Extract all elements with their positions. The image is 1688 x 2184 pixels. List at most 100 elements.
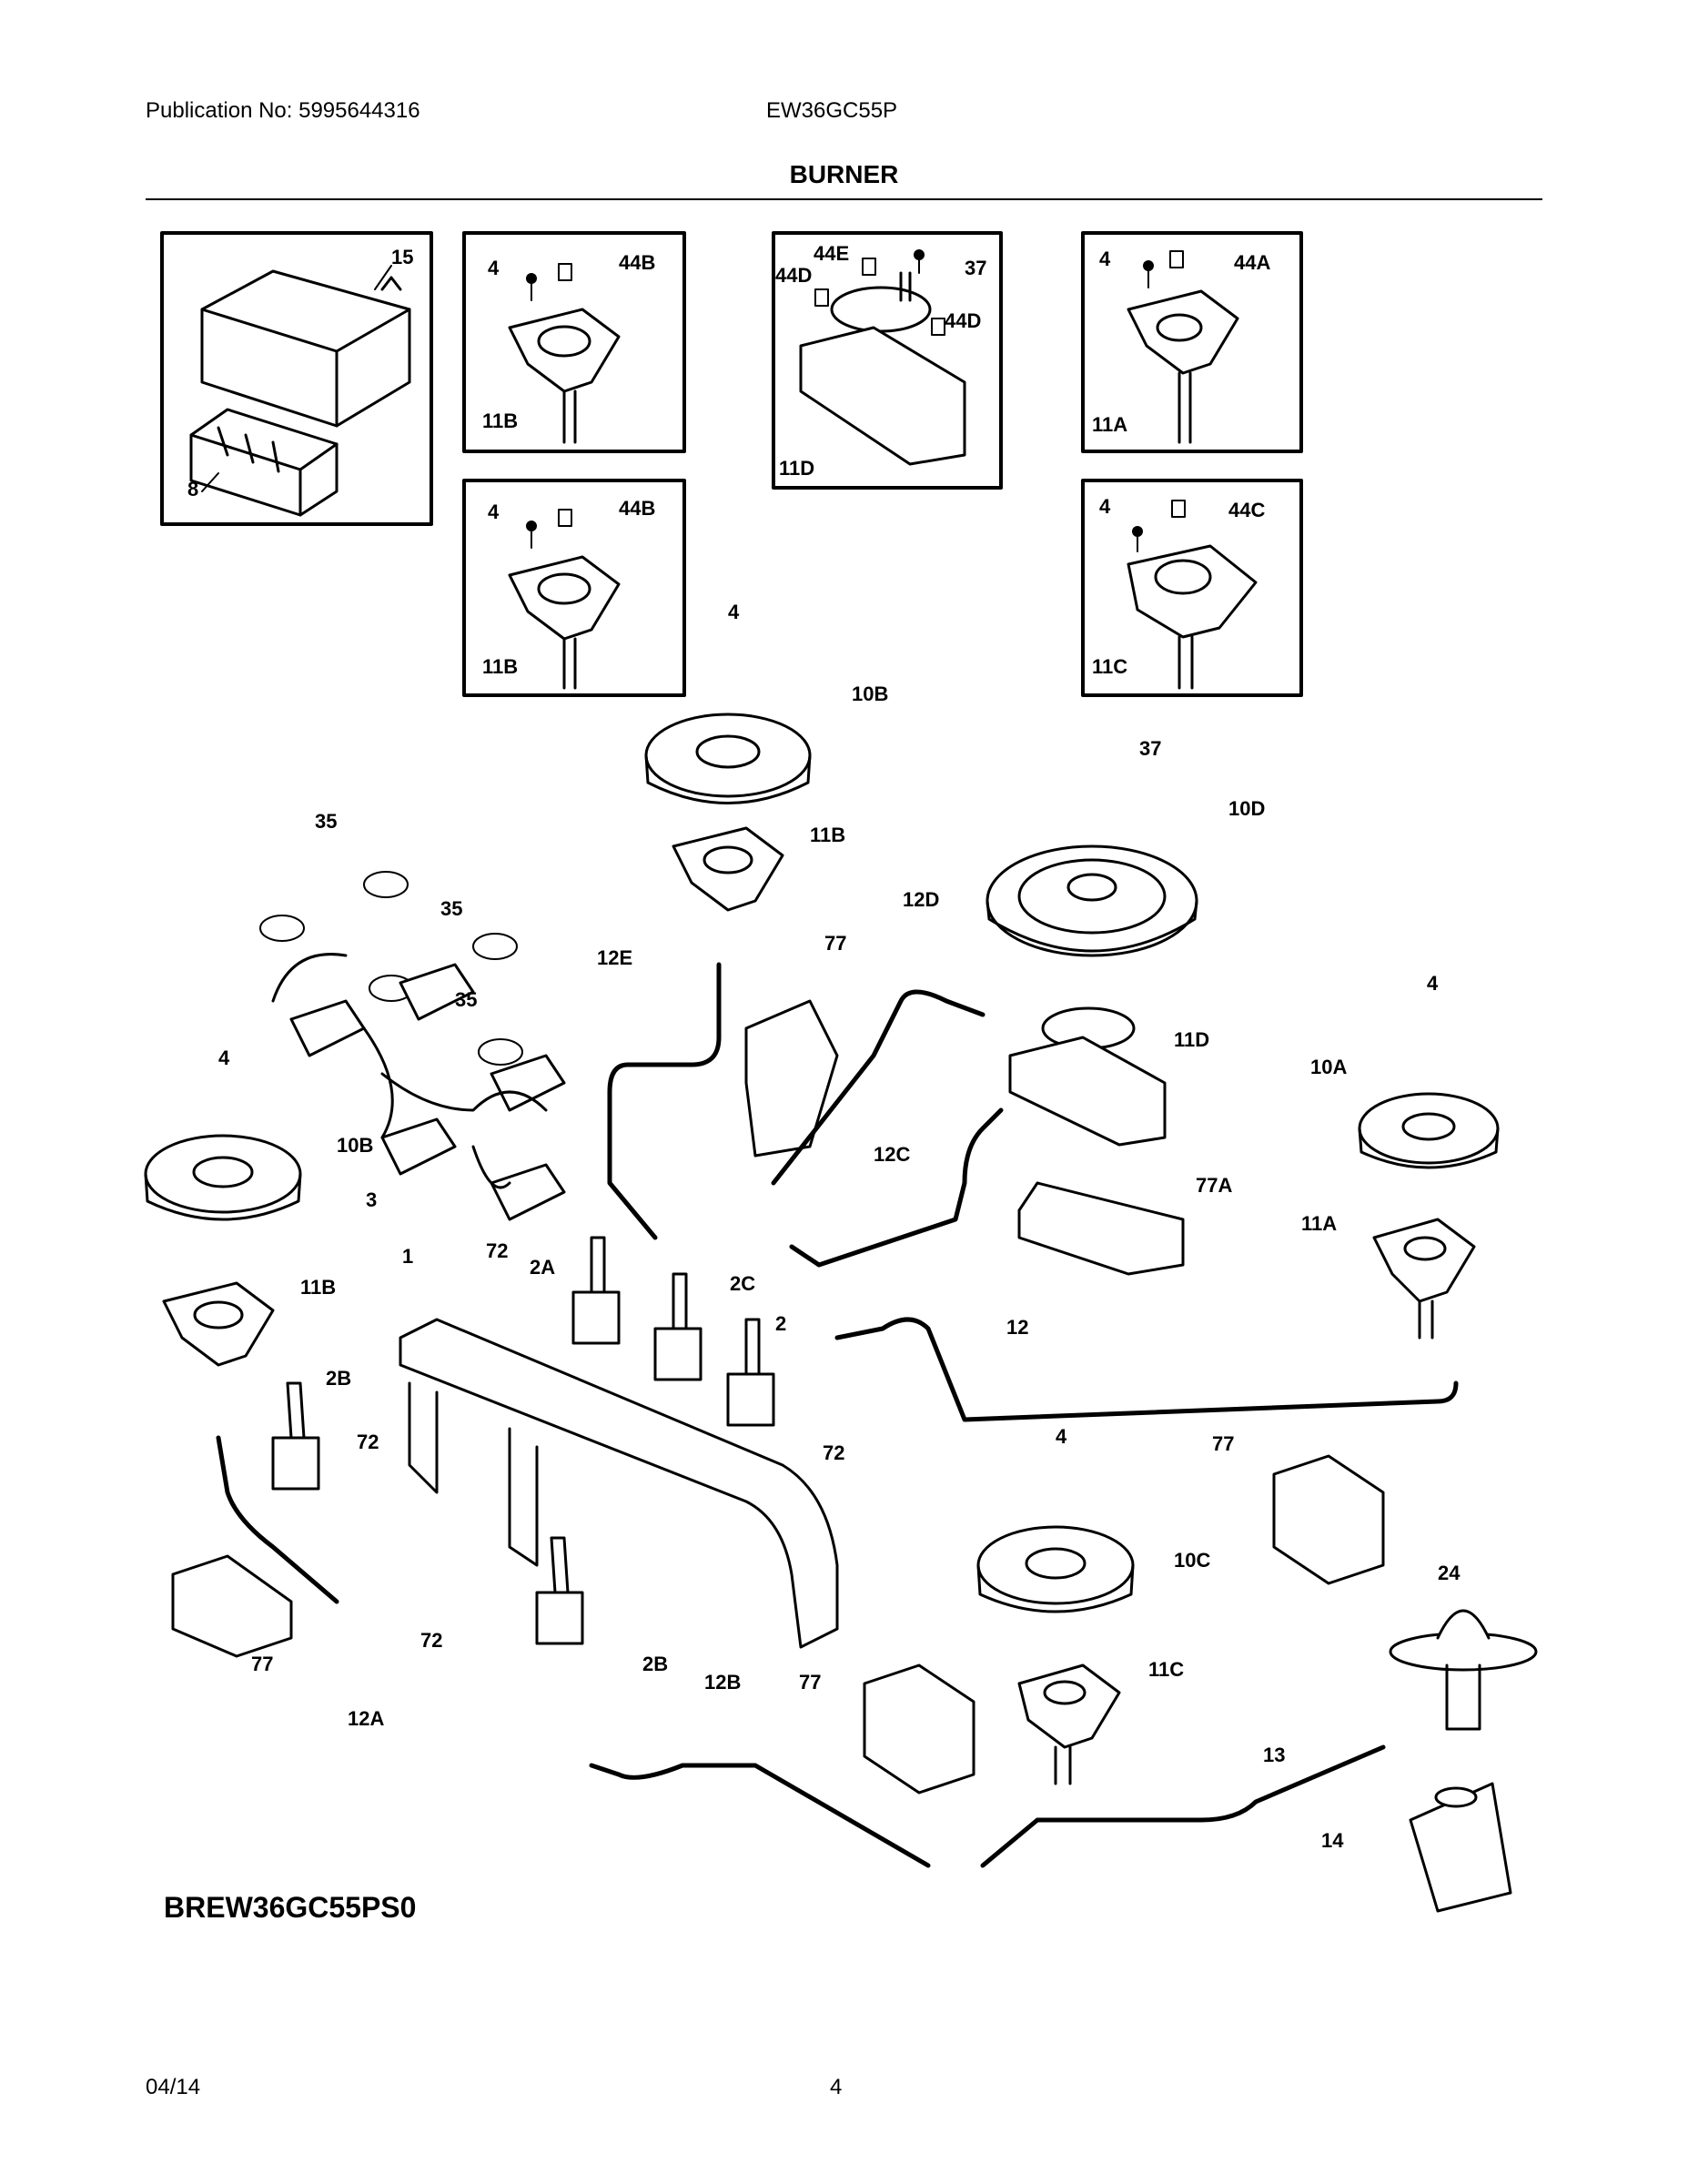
label-35-b: 35 xyxy=(440,897,462,920)
label-12c: 12C xyxy=(874,1143,910,1166)
inset-box-11c xyxy=(1081,479,1303,697)
burner-base-11b-inset-top xyxy=(508,308,621,444)
burner-head-10a xyxy=(1358,1092,1500,1169)
label-4-f: 4 xyxy=(218,1046,230,1069)
label-4-e: 4 xyxy=(728,601,740,623)
label-10d: 10D xyxy=(1228,797,1265,820)
label-11c-a: 11C xyxy=(1092,655,1127,678)
label-11d-a: 11D xyxy=(779,457,814,480)
label-10b-a: 10B xyxy=(852,682,888,705)
label-8: 8 xyxy=(187,478,198,500)
label-15: 15 xyxy=(391,246,413,268)
label-12d: 12D xyxy=(903,888,939,911)
label-4-d: 4 xyxy=(1099,495,1111,518)
spark-module xyxy=(189,408,339,517)
burner-base-11c-main xyxy=(1017,1663,1121,1785)
footer-date: 04/14 xyxy=(146,2075,201,2099)
leader-15 xyxy=(374,265,392,290)
label-12a: 12A xyxy=(348,1707,384,1730)
label-44b-a: 44B xyxy=(619,251,655,274)
label-2c: 2C xyxy=(730,1272,755,1295)
label-11a-b: 11A xyxy=(1301,1212,1337,1235)
label-35-a: 35 xyxy=(315,810,337,833)
label-44e: 44E xyxy=(814,242,849,265)
electrode-caps-35 xyxy=(259,871,523,1066)
label-2: 2 xyxy=(775,1312,786,1335)
label-11a-a: 11A xyxy=(1092,413,1127,436)
label-44c: 44C xyxy=(1228,499,1265,521)
label-4-a: 4 xyxy=(488,257,500,279)
burner-head-10d xyxy=(986,844,1198,957)
label-12: 12 xyxy=(1006,1316,1028,1339)
footer-page-number: 4 xyxy=(830,2075,843,2099)
label-11d-b: 11D xyxy=(1174,1028,1209,1051)
label-10c: 10C xyxy=(1174,1549,1210,1572)
label-3: 3 xyxy=(366,1188,377,1211)
manifold-1 xyxy=(399,1318,839,1649)
label-77-b: 77 xyxy=(1212,1432,1234,1455)
label-12b: 12B xyxy=(704,1671,741,1694)
label-11b-d: 11B xyxy=(300,1276,336,1299)
label-11b-a: 11B xyxy=(482,410,518,432)
label-44b-b: 44B xyxy=(619,497,655,520)
screw-group-insets xyxy=(526,249,1186,552)
diagram-id: BREW36GC55PS0 xyxy=(164,1891,417,1924)
label-77-a: 77 xyxy=(824,932,846,955)
burner-head-10c xyxy=(976,1525,1135,1613)
leader-8 xyxy=(201,472,219,492)
label-4-c: 4 xyxy=(488,500,500,523)
burner-base-11a-inset xyxy=(1127,289,1239,444)
pressure-regulator-14 xyxy=(1409,1782,1512,1913)
model-code: EW36GC55P xyxy=(766,98,898,123)
label-14: 14 xyxy=(1321,1829,1344,1852)
bracket-77-bottom xyxy=(863,1663,975,1795)
label-2b-b: 2B xyxy=(642,1653,668,1675)
header-rule xyxy=(146,198,1542,200)
label-11b-c: 11B xyxy=(810,824,845,846)
label-4-b: 4 xyxy=(1099,248,1111,270)
inset-box-11b-bottom xyxy=(462,479,686,697)
valves-2 xyxy=(271,1236,775,1645)
label-72-b: 72 xyxy=(357,1431,379,1453)
bracket-77-right xyxy=(1272,1454,1385,1585)
label-35-c: 35 xyxy=(455,988,477,1011)
label-2b-a: 2B xyxy=(326,1367,351,1390)
bracket-77-left xyxy=(171,1554,293,1658)
inset-box-11b-top xyxy=(462,231,686,453)
inset-box-11d xyxy=(772,231,1003,490)
burner-base-11b-inset-bottom xyxy=(508,555,621,690)
inset-box-11a xyxy=(1081,231,1303,453)
label-12e: 12E xyxy=(597,946,632,969)
bracket-77-upper xyxy=(744,999,839,1158)
label-44d-b: 44D xyxy=(945,309,981,332)
label-37-b: 37 xyxy=(1139,737,1161,760)
label-13: 13 xyxy=(1263,1744,1285,1766)
gas-tubes xyxy=(216,962,1459,1868)
burner-head-10b-top xyxy=(644,713,812,804)
regulator-cover-24 xyxy=(1389,1609,1538,1731)
label-11b-b: 11B xyxy=(482,655,518,678)
burner-base-11b-left xyxy=(162,1281,275,1367)
label-44a: 44A xyxy=(1234,251,1270,274)
label-24: 24 xyxy=(1438,1562,1461,1584)
label-2a: 2A xyxy=(530,1256,555,1279)
label-37-a: 37 xyxy=(965,257,986,279)
label-10b-b: 10B xyxy=(337,1134,373,1157)
burner-base-11d-inset xyxy=(799,271,966,466)
label-72-c: 72 xyxy=(823,1441,844,1464)
label-11c-b: 11C xyxy=(1148,1658,1184,1681)
publication-number: Publication No: 5995644316 xyxy=(146,98,420,123)
spark-module-cover xyxy=(200,269,411,428)
label-77-d: 77 xyxy=(799,1671,821,1694)
label-72-a: 72 xyxy=(486,1239,508,1262)
label-10a: 10A xyxy=(1310,1056,1347,1078)
label-4-g: 4 xyxy=(1427,972,1439,995)
inset-box-spark-module xyxy=(160,231,433,526)
label-72-d: 72 xyxy=(420,1629,442,1652)
label-44d-a: 44D xyxy=(775,264,812,287)
burner-head-10b-left xyxy=(144,1134,302,1221)
label-77a: 77A xyxy=(1196,1174,1232,1197)
label-4-h: 4 xyxy=(1056,1425,1067,1448)
